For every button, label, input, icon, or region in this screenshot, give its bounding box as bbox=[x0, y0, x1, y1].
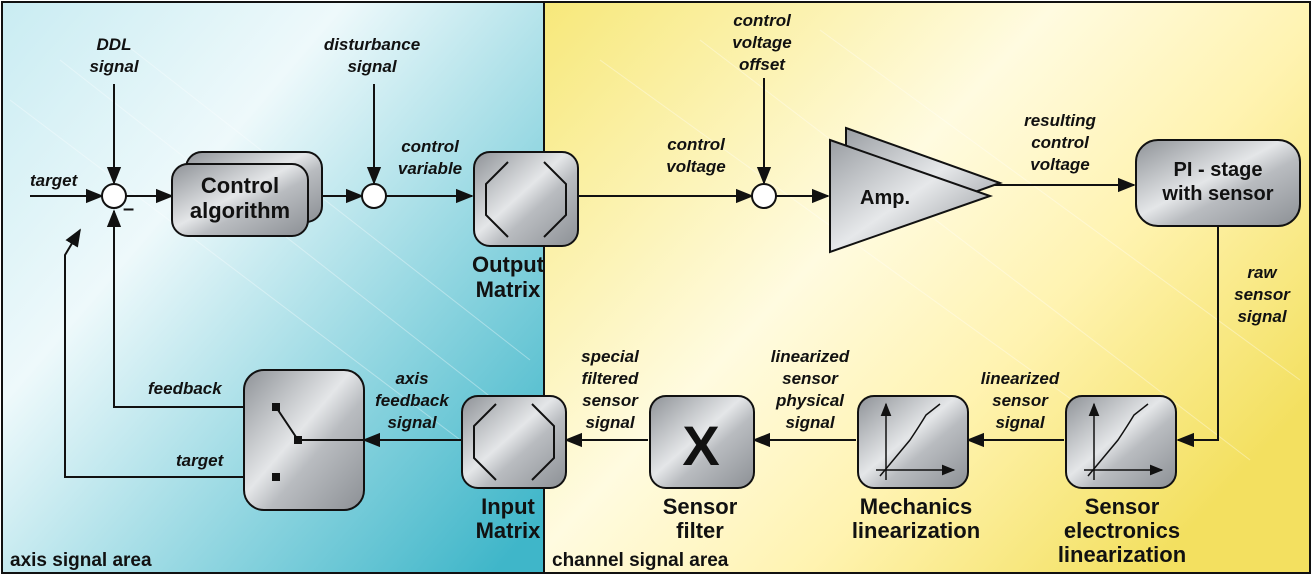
mechanics-label-1: Mechanics bbox=[860, 494, 973, 519]
summing-junction-2 bbox=[361, 183, 387, 209]
linearized-physical-label-3: physical bbox=[775, 391, 845, 410]
input-matrix-label-2: Matrix bbox=[476, 518, 542, 543]
resulting-control-voltage-label-1: resulting bbox=[1024, 111, 1096, 130]
sensor-electronics-graph-icon bbox=[1084, 402, 1164, 480]
pi-stage-label-1: PI - stage bbox=[1174, 159, 1263, 181]
control-variable-label-1: control bbox=[401, 137, 460, 156]
special-filtered-label-4: signal bbox=[585, 413, 635, 432]
amp-label: Amp. bbox=[860, 187, 910, 209]
axis-feedback-label-2: feedback bbox=[375, 391, 450, 410]
control-voltage-offset-label-3: offset bbox=[739, 55, 786, 74]
target-input-label: target bbox=[30, 171, 79, 190]
sensor-filter-block bbox=[649, 395, 755, 489]
output-matrix-label-1: Output bbox=[472, 252, 545, 277]
linearized-sensor-label-3: signal bbox=[995, 413, 1045, 432]
raw-sensor-signal-label-3: signal bbox=[1237, 307, 1287, 326]
input-matrix-left-bracket bbox=[473, 403, 497, 481]
control-voltage-offset-label-1: control bbox=[733, 11, 792, 30]
minus-sign: – bbox=[123, 198, 134, 220]
disturbance-signal-label-2: signal bbox=[347, 57, 397, 76]
sensor-electronics-block bbox=[1065, 395, 1177, 489]
axis-feedback-label-3: signal bbox=[387, 413, 437, 432]
switch-icon bbox=[272, 403, 364, 481]
linearized-sensor-label-2: sensor bbox=[992, 391, 1049, 410]
linearized-sensor-label-1: linearized bbox=[981, 369, 1060, 388]
axis-feedback-label-1: axis bbox=[395, 369, 428, 388]
resulting-control-voltage-label-3: voltage bbox=[1030, 155, 1090, 174]
special-filtered-label-3: sensor bbox=[582, 391, 639, 410]
output-matrix-right-bracket bbox=[543, 161, 567, 238]
summing-junction-1 bbox=[101, 183, 127, 209]
special-filtered-label-2: filtered bbox=[582, 369, 639, 388]
control-voltage-label-2: voltage bbox=[666, 157, 726, 176]
sensor-electronics-label-3: linearization bbox=[1058, 542, 1186, 567]
control-algorithm-label-1: Control bbox=[201, 173, 279, 198]
control-algorithm-block bbox=[171, 163, 309, 237]
sensor-filter-label-1: Sensor bbox=[663, 494, 738, 519]
mechanics-label-2: linearization bbox=[852, 518, 980, 543]
linearized-physical-label-4: signal bbox=[785, 413, 835, 432]
raw-sensor-signal-label-2: sensor bbox=[1234, 285, 1291, 304]
sensor-electronics-label-1: Sensor bbox=[1085, 494, 1160, 519]
mechanics-linearization-block bbox=[857, 395, 969, 489]
input-matrix-right-bracket bbox=[531, 403, 555, 481]
ddl-signal-label-1: DDL bbox=[97, 35, 132, 54]
linearized-physical-label-2: sensor bbox=[782, 369, 839, 388]
feedback-return-line bbox=[106, 209, 276, 408]
target-return-line bbox=[64, 228, 276, 478]
control-algorithm-label-2: algorithm bbox=[190, 198, 290, 223]
mechanics-graph-icon bbox=[876, 402, 956, 480]
sensor-filter-x-icon: X bbox=[682, 414, 719, 477]
input-matrix-label-1: Input bbox=[481, 494, 535, 519]
raw-sensor-signal-label-1: raw bbox=[1247, 263, 1278, 282]
axis-area-label: axis signal area bbox=[10, 550, 152, 571]
sensor-filter-label-2: filter bbox=[676, 518, 724, 543]
linearized-physical-label-1: linearized bbox=[771, 347, 850, 366]
feedback-label: feedback bbox=[148, 379, 223, 398]
control-voltage-label-1: control bbox=[667, 135, 726, 154]
target-switch-label: target bbox=[176, 451, 225, 470]
special-filtered-label-1: special bbox=[581, 347, 640, 366]
pi-stage-block bbox=[1135, 139, 1301, 227]
summing-junction-3 bbox=[751, 183, 777, 209]
channel-area-label: channel signal area bbox=[552, 550, 729, 571]
raw-sensor-line bbox=[1176, 225, 1219, 448]
control-variable-label-2: variable bbox=[398, 159, 462, 178]
output-matrix-left-bracket bbox=[485, 161, 509, 238]
ddl-signal-label-2: signal bbox=[89, 57, 139, 76]
sensor-electronics-label-2: electronics bbox=[1064, 518, 1180, 543]
amplifier-block bbox=[829, 138, 994, 254]
background-streaks bbox=[9, 29, 1301, 471]
input-matrix-block bbox=[461, 395, 567, 489]
connections bbox=[30, 78, 1219, 478]
pi-stage-label-2: with sensor bbox=[1161, 183, 1273, 205]
output-matrix-label-2: Matrix bbox=[476, 277, 542, 302]
output-matrix-block bbox=[473, 151, 579, 247]
control-voltage-offset-label-2: voltage bbox=[732, 33, 792, 52]
resulting-control-voltage-label-2: control bbox=[1031, 133, 1090, 152]
disturbance-signal-label-1: disturbance bbox=[324, 35, 420, 54]
